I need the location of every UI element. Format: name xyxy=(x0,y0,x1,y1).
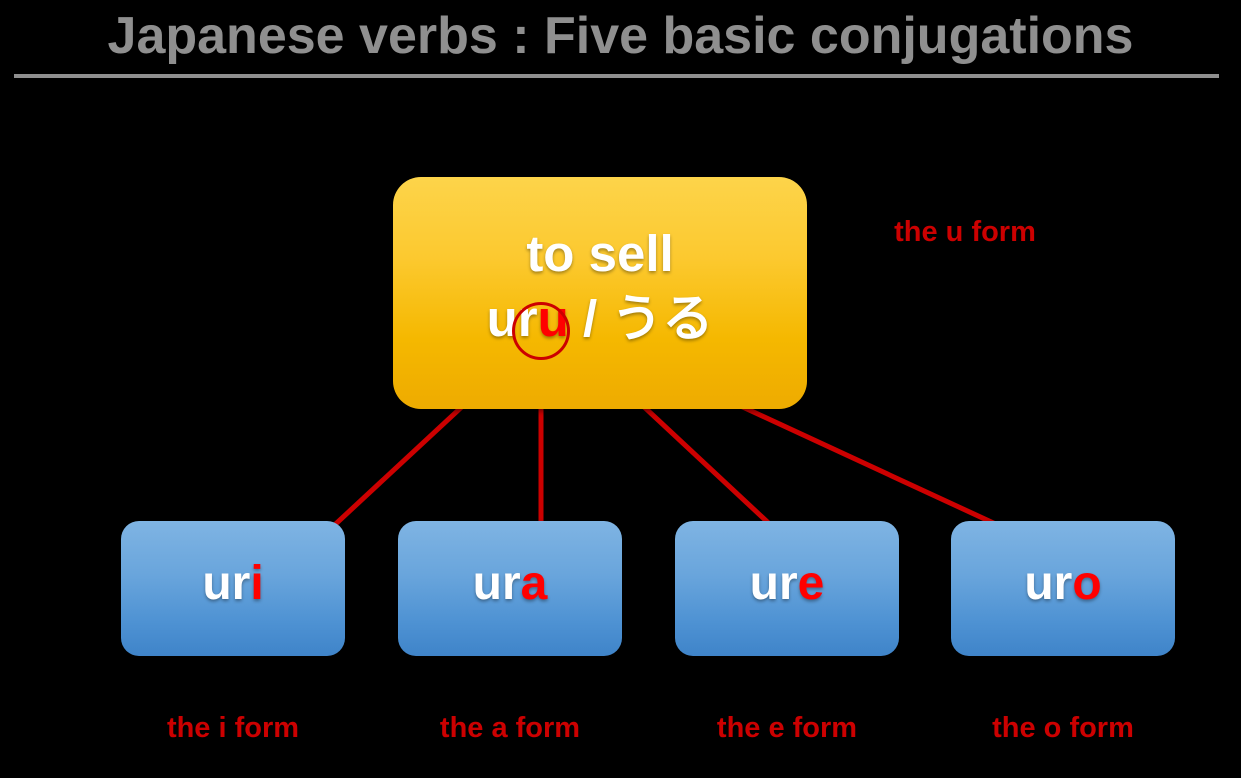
a-form-caption: the a form xyxy=(439,712,581,744)
e-form-box-text: ure xyxy=(675,556,899,611)
u-form-box-text: to sell uru / うる xyxy=(393,221,807,353)
o-form-ending: o xyxy=(1072,557,1102,610)
a-form-box[interactable] xyxy=(398,521,622,656)
i-form-caption: the i form xyxy=(166,712,300,744)
o-form-box-text: uro xyxy=(951,556,1175,611)
i-form-stem: ur xyxy=(202,557,251,610)
e-form-box[interactable] xyxy=(675,521,899,656)
u-form-caption: the u form xyxy=(894,216,1036,248)
u-form-meaning: to sell xyxy=(526,225,674,282)
e-form-ending: e xyxy=(797,557,825,610)
o-form-stem: ur xyxy=(1024,557,1073,610)
a-form-box-text: ura xyxy=(398,556,622,611)
u-form-separator: / xyxy=(568,290,612,348)
page-title: Japanese verbs : Five basic conjugations xyxy=(107,7,1134,65)
o-form-box[interactable] xyxy=(951,521,1175,656)
circle-highlight-icon xyxy=(512,302,570,360)
u-form-japanese: うる xyxy=(611,290,714,350)
a-form-stem: ur xyxy=(472,557,521,610)
e-form-caption: the e form xyxy=(716,712,858,744)
e-form-stem: ur xyxy=(749,557,798,610)
a-form-ending: a xyxy=(520,557,548,610)
i-form-ending: i xyxy=(250,557,264,610)
title-underline xyxy=(14,74,1219,78)
o-form-caption: the o form xyxy=(992,712,1134,744)
i-form-box-text: uri xyxy=(121,556,345,611)
i-form-box[interactable] xyxy=(121,521,345,656)
u-form-box[interactable] xyxy=(393,177,807,409)
